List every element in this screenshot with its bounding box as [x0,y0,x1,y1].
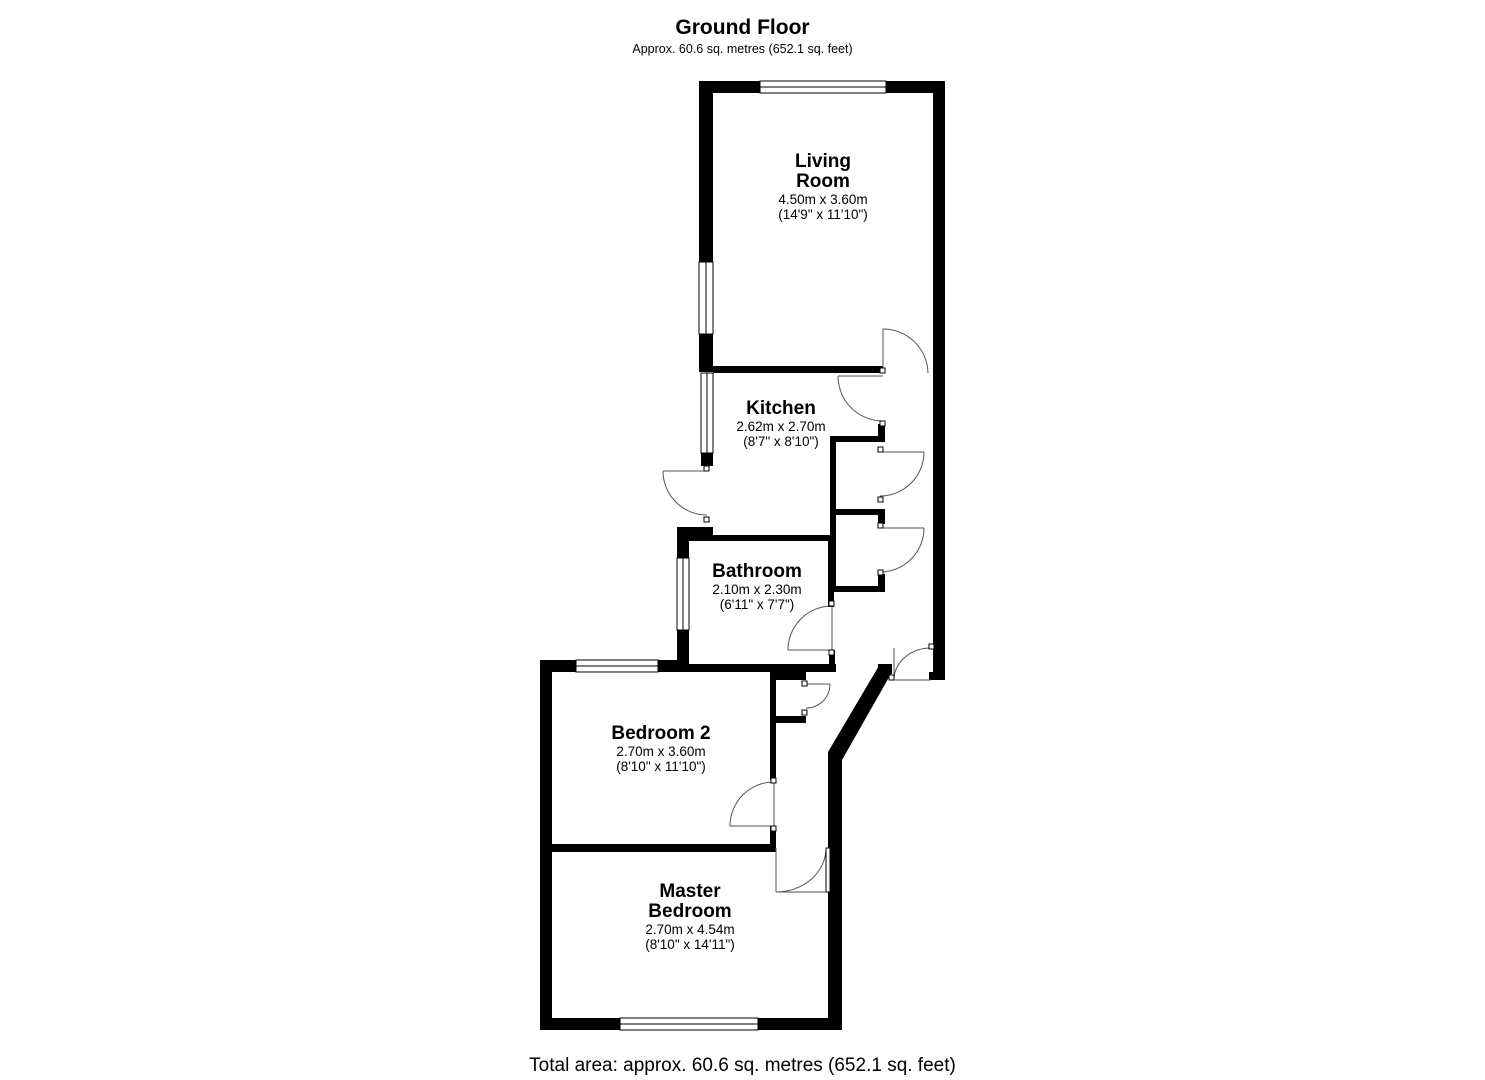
wall-bathroom-bottom [685,664,836,672]
room-label-master-bedroom: Master Bedroom 2.70m x 4.54m (8'10" x 14… [610,882,770,953]
room-dim-kitchen-metric: 2.62m x 2.70m [736,418,826,434]
wall-right-exterior [933,81,945,678]
wall-living-kitchen [713,366,883,373]
wall-bathroom-top [685,535,833,541]
room-dim-master-imperial: (8'10" x 14'11") [645,937,735,953]
wall-bathroom-left-upper [677,527,689,558]
wall-master-bottom-left [540,1018,620,1030]
room-label-kitchen: Kitchen 2.62m x 2.70m (8'7" x 8'10") [701,399,861,450]
wall-top-living-right [886,81,945,93]
door-master-bedroom [775,847,827,893]
window-living-top [759,80,887,94]
wall-entrance-bottom [929,672,945,680]
wall-small-cupboard-top [776,672,806,680]
room-dim-bathroom-metric: 2.10m x 2.30m [712,581,802,597]
wall-small-cupboard-bottom [776,716,806,723]
door-bathroom [787,605,833,651]
room-label-bathroom: Bathroom 2.10m x 2.30m (6'11" x 7'7") [677,562,837,613]
room-dim-master-metric: 2.70m x 4.54m [645,921,735,937]
window-kitchen-left [700,372,714,454]
room-name-living-line1: Living [795,151,851,172]
doors [662,328,932,893]
door-small-cupboard [805,683,831,709]
door-cupboard-1 [879,451,925,497]
door-jambs [703,367,935,893]
windows [575,80,887,1031]
wall-cupboard-bottom-stub [878,574,885,592]
wall-left-bedrooms [540,660,552,1030]
room-name-master-line1: Master [659,881,721,902]
room-dim-kitchen-imperial: (8'7" x 8'10") [743,434,819,450]
room-name-kitchen: Kitchen [746,398,816,419]
room-name-bedroom-2: Bedroom 2 [611,723,711,744]
wall-left-living-upper [699,81,713,262]
wall-kitchen-left [701,453,713,466]
wall-bedroom2-right-upper [770,672,776,780]
wall-bedroom2-top-right [658,660,689,672]
floor-title: Ground Floor [675,16,810,39]
wall-bedroom2-right-lower [770,826,776,852]
wall-master-bottom-right [758,1018,842,1030]
room-name-bathroom: Bathroom [712,561,802,582]
room-name-living-line2: Room [796,170,850,192]
wall-cupboard-mid-stub [878,509,885,524]
door-kitchen-hall [837,375,884,422]
wall-cupboard-mid [830,509,883,515]
door-cupboard-2 [879,527,925,573]
wall-bathroom-right-low [829,650,835,670]
door-kitchen-exterior [662,470,708,516]
door-living-room [882,328,929,374]
total-area-footer: Total area: approx. 60.6 sq. metres (652… [529,1055,956,1076]
wall-cupboard-top [830,436,883,442]
floor-area-subtitle: Approx. 60.6 sq. metres (652.1 sq. feet) [632,42,853,56]
room-dim-living-metric: 4.50m x 3.60m [778,191,868,207]
wall-top-living-left [699,81,760,93]
wall-master-right-lower [828,848,842,1030]
window-living-left [698,261,714,335]
wall-left-living-lower [699,334,713,372]
room-label-bedroom-2: Bedroom 2 2.70m x 3.60m (8'10" x 11'10") [581,724,741,775]
door-bedroom-2 [729,781,775,827]
wall-bedrooms-partition [552,844,776,852]
wall-cupboard-top-stub [878,424,885,442]
wall-diagonal-corridor [828,664,892,892]
room-dim-bedroom-2-imperial: (8'10" x 11'10") [616,759,706,775]
room-dim-bathroom-imperial: (6'11" x 7'7") [719,597,795,613]
window-bedroom2-top [575,659,659,673]
wall-cupboard-bottom [830,586,885,592]
walls [540,81,945,1030]
room-label-living-room: Living Room 4.50m x 3.60m (14'9" x 11'10… [743,152,903,223]
window-master-bottom [619,1017,759,1031]
window-bathroom-left [676,557,690,631]
room-dim-bedroom-2-metric: 2.70m x 3.60m [616,743,706,759]
room-name-master-line2: Bedroom [648,900,732,922]
door-front-entrance [893,647,932,681]
room-dim-living-imperial: (14'9" x 11'10") [778,207,868,223]
